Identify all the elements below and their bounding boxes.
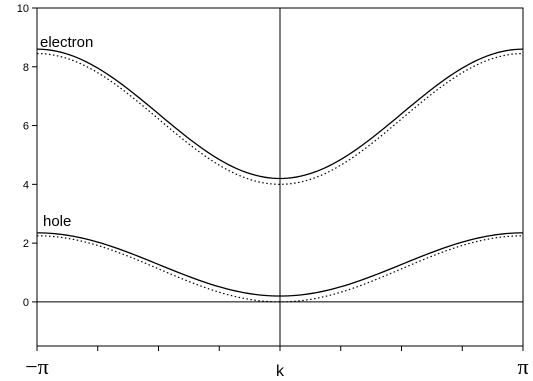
electron-dotted-curve: [36, 52, 524, 185]
hole-solid-curve: [36, 232, 524, 297]
electron-solid-curve: [36, 48, 524, 180]
hole-dotted-curve: [36, 235, 524, 303]
hole-label: hole: [43, 213, 71, 230]
reference-lines: [37, 8, 523, 346]
x-axis-label: k: [276, 363, 285, 380]
axis-ticks: [32, 7, 524, 351]
electron-label: electron: [40, 34, 93, 51]
band-curves: [36, 48, 524, 303]
x-tick-label-pi: π: [517, 354, 528, 379]
y-tick-label: 6: [23, 121, 29, 133]
text-labels: 0 2 4 6 8 10 −π π k electron hole: [17, 3, 529, 380]
y-tick-label: 4: [23, 179, 29, 191]
y-tick-label: 10: [17, 3, 29, 15]
x-tick-label-neg-pi: −π: [25, 354, 49, 379]
y-tick-label: 0: [23, 297, 29, 309]
y-tick-label: 8: [23, 62, 29, 74]
y-tick-label: 2: [23, 238, 29, 250]
